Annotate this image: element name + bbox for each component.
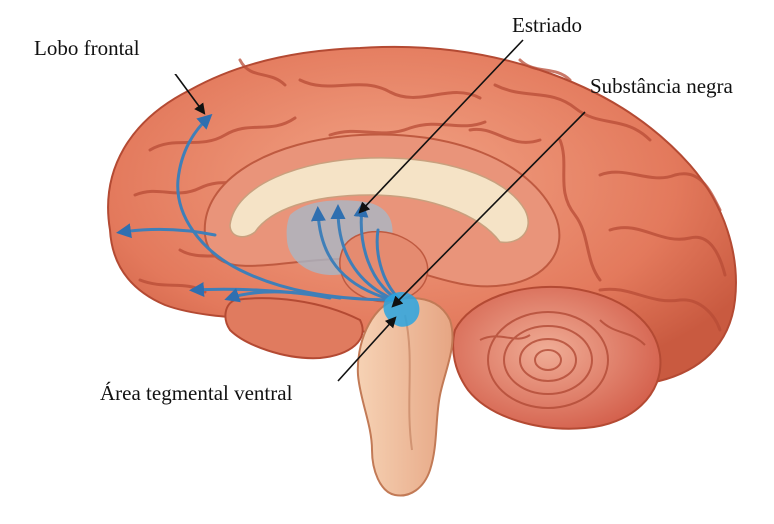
label-ventral-tegmental-area: Área tegmental ventral — [100, 383, 292, 404]
label-substantia-nigra: Substância negra — [590, 76, 733, 97]
brainstem — [358, 298, 453, 495]
label-striatum: Estriado — [512, 15, 582, 36]
label-frontal-lobe: Lobo frontal — [34, 38, 140, 59]
